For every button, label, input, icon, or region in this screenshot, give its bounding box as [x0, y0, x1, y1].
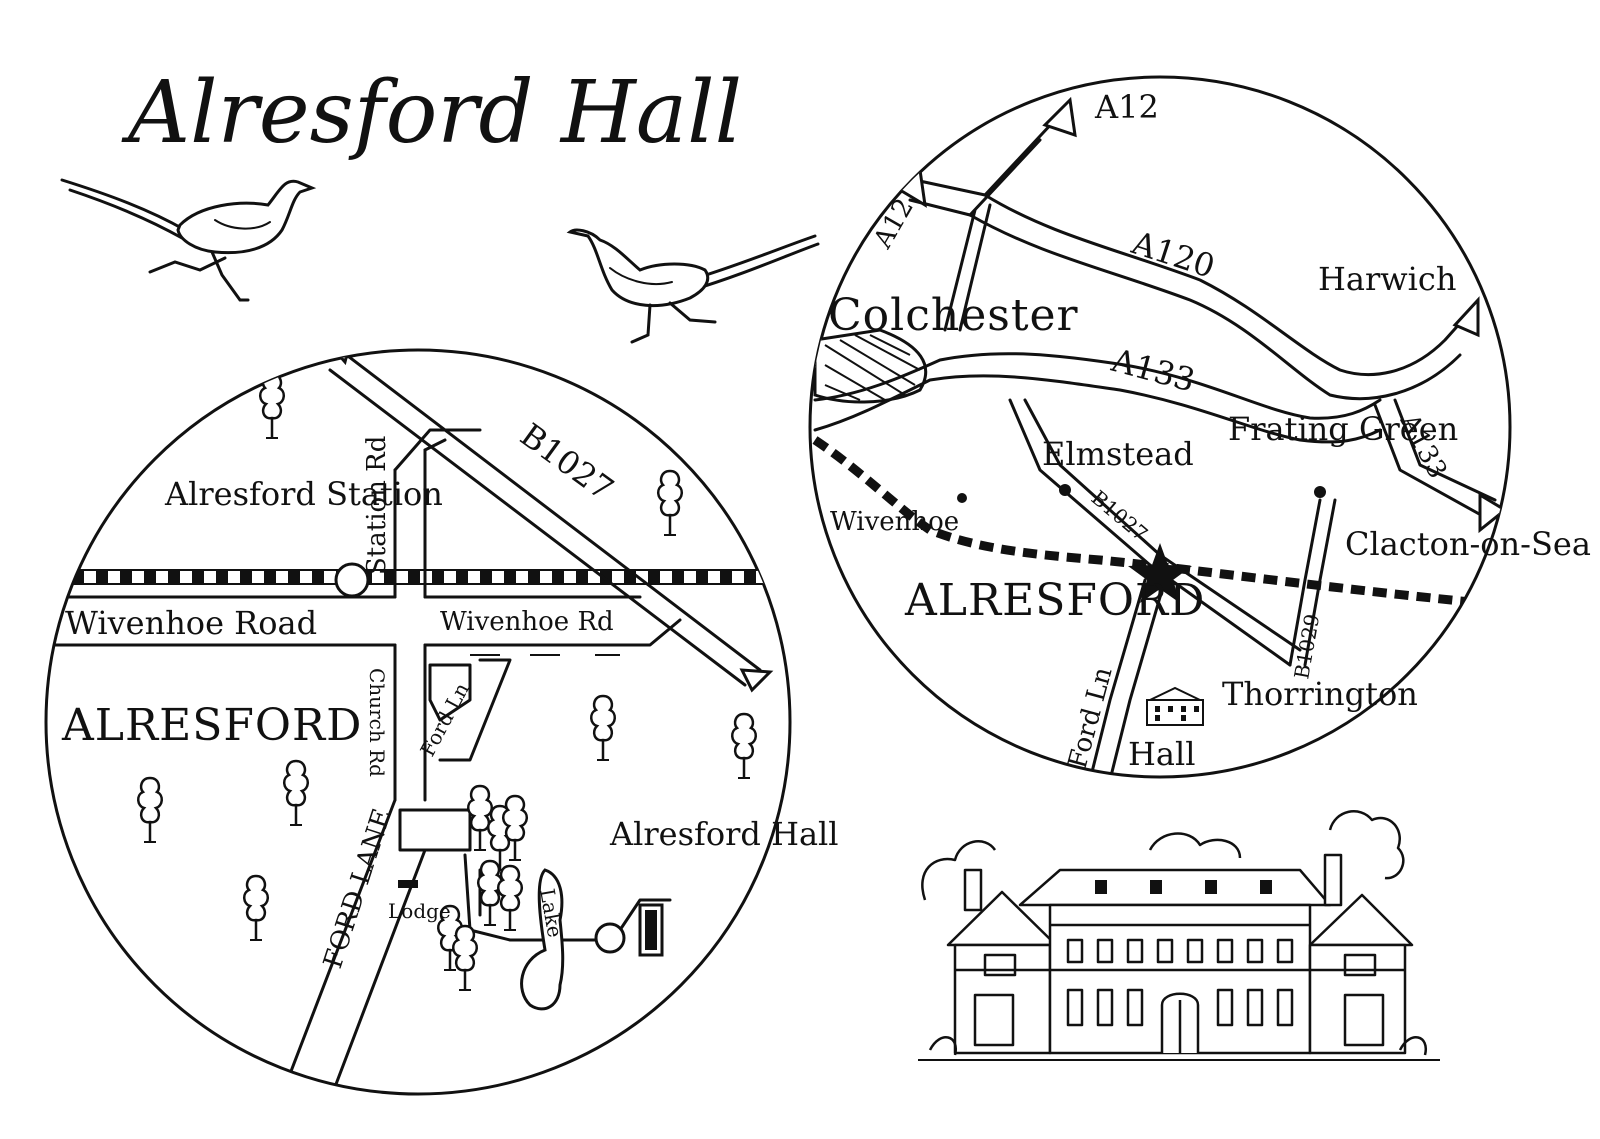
local-map	[46, 350, 790, 1094]
pheasant-icon	[60, 178, 317, 302]
thorrington-label: Thorrington	[1222, 675, 1418, 713]
alresford-station-label: Alresford Station	[164, 475, 443, 513]
pheasant-icon	[566, 228, 820, 344]
hall-label: Hall	[1128, 735, 1195, 773]
alresford-regional-label: ALRESFORD	[904, 575, 1205, 626]
station-rd-label: Station Rd	[362, 436, 392, 575]
wivenhoe-road-label: Wivenhoe Road	[65, 604, 317, 642]
elmstead-label: Elmstead	[1042, 435, 1194, 473]
alresford-label: ALRESFORD	[61, 700, 362, 751]
map-title: Alresford Hall	[121, 63, 742, 163]
star-icon	[1128, 543, 1192, 603]
regional-map	[812, 96, 1508, 777]
lodge-label: Lodge	[388, 899, 451, 923]
local-map-circle	[44, 348, 792, 1096]
alresford-hall-label: Alresford Hall	[609, 815, 839, 853]
station-icon	[334, 562, 370, 598]
lodge-marker	[398, 880, 418, 888]
harwich-label: Harwich	[1318, 260, 1456, 298]
regional-map-circle	[808, 75, 1512, 779]
frating-green-label: Frating Green	[1228, 410, 1458, 448]
church-rd-label: Church Rd	[365, 668, 389, 777]
lake-shape	[520, 868, 565, 1011]
railway-line	[46, 569, 790, 585]
frating-green-dot	[1314, 486, 1326, 498]
hall-illustration	[918, 810, 1440, 1061]
alresford-station-text: Alresford Station	[164, 475, 443, 513]
elmstead-dot	[1059, 484, 1071, 496]
wivenhoe-dot	[957, 493, 967, 503]
wivenhoe-label: Wivenhoe	[830, 507, 959, 537]
a12-top-label: A12	[1094, 88, 1159, 126]
wivenhoe-rd-label: Wivenhoe Rd	[440, 607, 614, 637]
clacton-label: Clacton-on-Sea	[1345, 525, 1591, 563]
colchester-label: Colchester	[828, 290, 1079, 341]
hall-building-icon	[1146, 686, 1204, 726]
frating-green-text: Frating Green	[1228, 410, 1458, 448]
